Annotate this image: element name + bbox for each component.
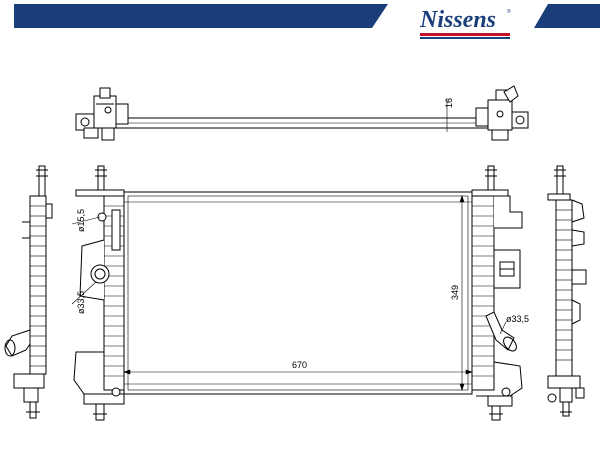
height-dimension — [459, 195, 465, 391]
outlet-right-diameter-label: ø33,5 — [506, 314, 529, 324]
outlet-left-diameter-label: ø33,5 — [76, 291, 86, 314]
right-side-view — [547, 165, 587, 417]
left-banner — [14, 4, 388, 28]
radiator-core — [123, 191, 473, 395]
inlet-diameter-label: ø15,5 — [76, 209, 86, 232]
logo-registered-mark: ® — [507, 8, 511, 15]
header-banner — [14, 4, 600, 28]
right-banner — [534, 4, 600, 28]
right-tank — [471, 165, 523, 421]
logo-underline-blue — [420, 37, 510, 39]
left-tank — [73, 165, 125, 421]
top-view — [75, 85, 529, 141]
height-dimension-label: 349 — [450, 285, 460, 300]
left-side-view — [4, 165, 53, 419]
logo-wordmark: Nissens — [419, 7, 496, 33]
nissens-logo: Nissens ® — [419, 7, 511, 39]
depth-dimension-label: 16 — [444, 98, 454, 108]
width-dimension — [123, 369, 473, 375]
front-view — [71, 165, 523, 421]
width-dimension-label: 670 — [292, 360, 307, 370]
logo-underline-red — [420, 33, 510, 36]
